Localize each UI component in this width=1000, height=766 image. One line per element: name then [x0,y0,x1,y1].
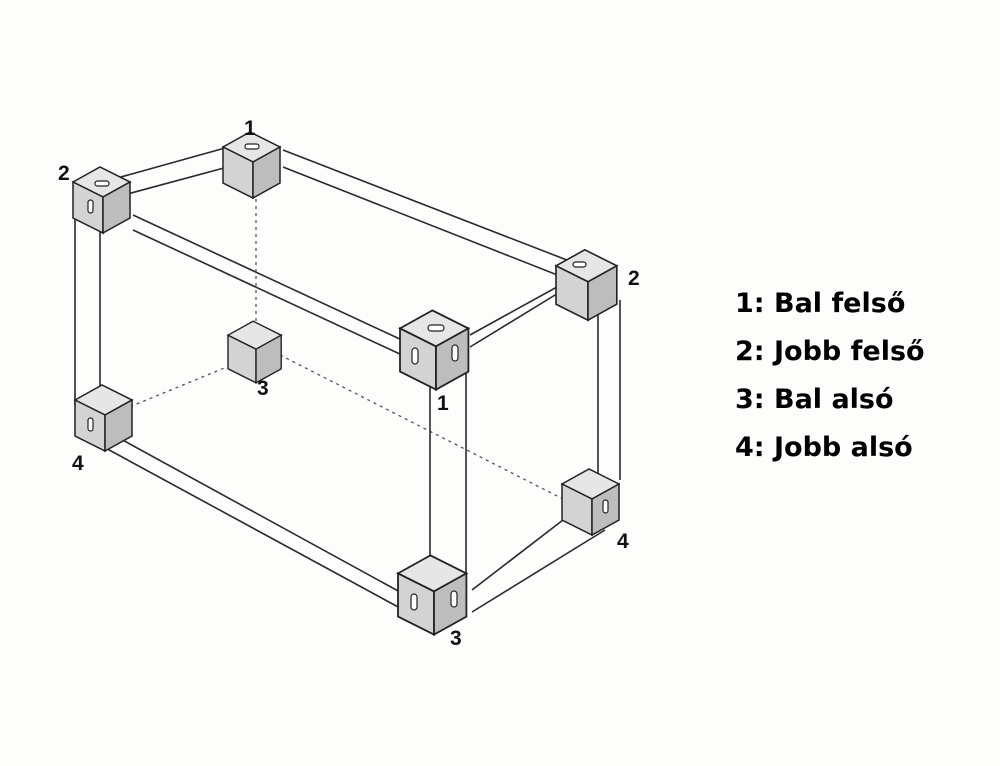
legend-item-4: 4: Jobb alsó [735,432,913,463]
label-bottom-back-right: 4 [617,530,629,553]
corner-block-bottom-back-left [227,320,282,384]
frame-bars [74,147,621,613]
corner-block-top-back-right [555,249,618,322]
legend-item-3: 3: Bal alsó [735,384,894,415]
label-bottom-front-left: 4 [72,452,84,475]
label-bottom-back-left: 3 [257,377,269,400]
label-top-front-right: 1 [437,392,449,415]
hidden-edges [109,185,566,501]
legend-item-2: 2: Jobb felső [735,336,925,367]
corner-block-bottom-back-right [561,468,620,536]
label-bottom-front-right: 3 [450,627,462,650]
label-top-back-left: 1 [244,117,256,140]
legend-item-1: 1: Bal felső [735,288,906,319]
slot-holes [87,143,609,611]
legend: 1: Bal felső 2: Jobb felső 3: Bal alsó 4… [735,280,925,472]
label-top-back-right: 2 [628,267,640,290]
corner-block-top-back-left [222,131,281,199]
corner-block-bottom-front-left [74,384,133,452]
corner-block-top-front-left [72,166,131,234]
label-top-front-left: 2 [58,162,70,185]
